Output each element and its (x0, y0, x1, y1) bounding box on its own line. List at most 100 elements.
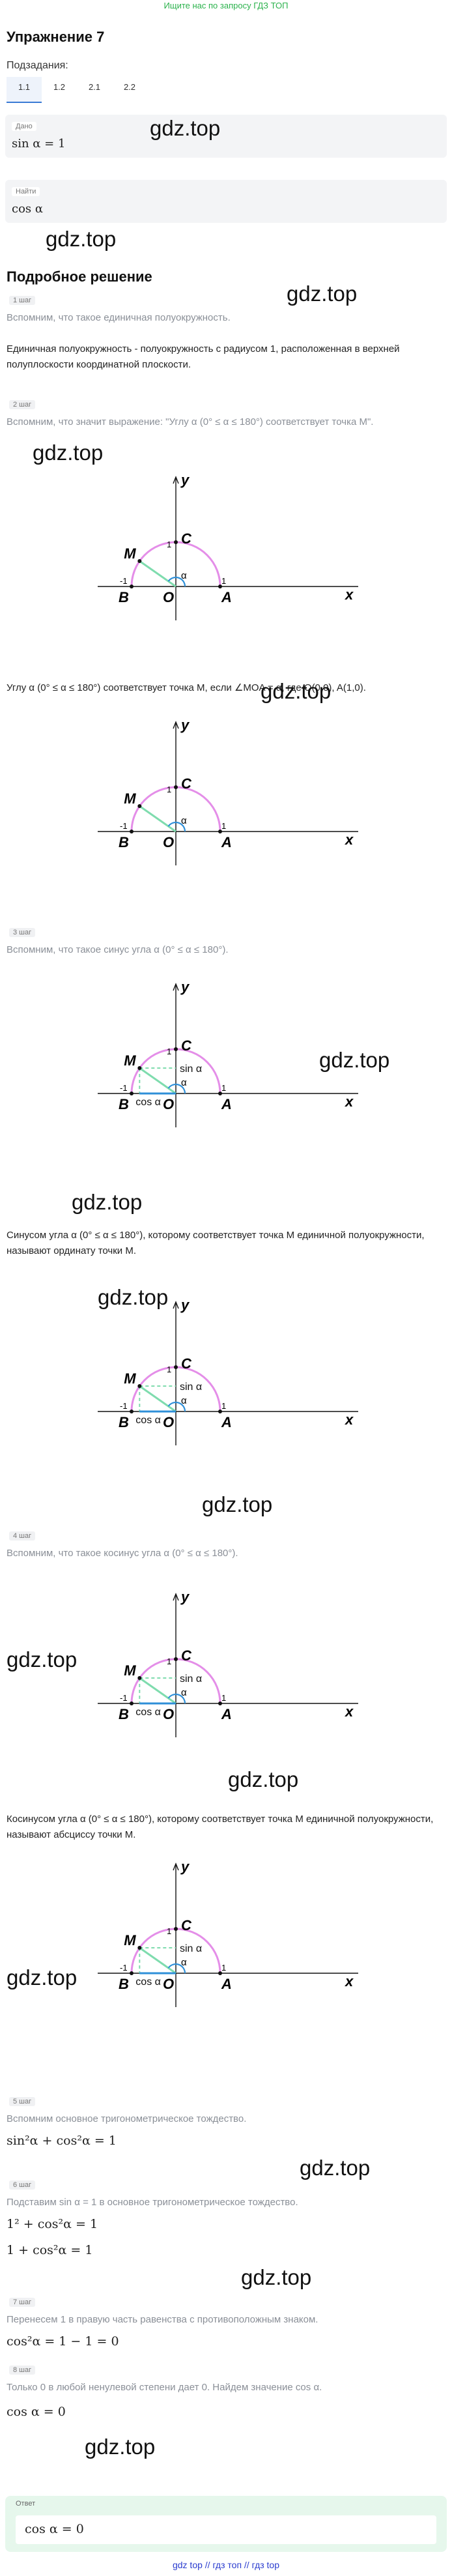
answer-value: cos α = 0 (16, 2515, 436, 2544)
x-axis-label: x (345, 586, 354, 603)
y-axis-label: y (180, 717, 190, 733)
watermark: gdz.top (202, 1492, 273, 1516)
step-8-question: Только 0 в любой ненулевой степени дает … (7, 2382, 322, 2393)
point-c (174, 1365, 178, 1369)
tick-label-1: 1 (221, 1401, 226, 1411)
find-value: cos α (12, 202, 44, 216)
point-b (130, 830, 134, 833)
tab-1-2[interactable]: 1.2 (53, 82, 66, 92)
point-m-label: M (124, 790, 136, 807)
identity-formula: sin²α + cos²α = 1 (7, 2134, 117, 2148)
substitution-formula: 1² + cos²α = 1 (7, 2217, 98, 2231)
point-c-label: C (181, 775, 192, 792)
step-1-question: Вспомним, что такое единичная полуокружн… (7, 312, 231, 323)
sin-label: sin α (180, 1673, 202, 1685)
x-axis-label: x (345, 832, 354, 848)
y-axis-label: y (180, 1589, 190, 1605)
top-banner[interactable]: Ищите нас по запросу ГДЗ ТОП (0, 0, 452, 12)
watermark: gdz.top (241, 2265, 312, 2289)
step-1-answer: Единичная полуокружность - полуокружност… (7, 343, 400, 370)
sin-label: sin α (180, 1382, 202, 1393)
tab-2-1[interactable]: 2.1 (88, 82, 101, 92)
tick-label-1: 1 (221, 576, 226, 586)
cos-label: cos α (135, 1976, 161, 1988)
step-label: 3 шаг (9, 928, 36, 937)
angle-arc (167, 1963, 186, 1974)
tab-2-2[interactable]: 2.2 (123, 82, 136, 92)
point-a (218, 1410, 222, 1413)
point-m (137, 1383, 142, 1388)
origin-label: O (163, 1414, 174, 1430)
x-axis-label: x (345, 1411, 354, 1428)
watermark: gdz.top (261, 679, 332, 703)
y-axis-arrow (173, 1593, 179, 1601)
step-label: 5 шаг (9, 2097, 36, 2106)
step-6-question: Подставим sin α = 1 в основное тригономе… (7, 2197, 298, 2208)
watermark: gdz.top (72, 1190, 143, 1214)
tab-1-1[interactable]: 1.1 (7, 77, 42, 103)
tick-label-1: 1 (167, 1047, 171, 1056)
point-a-label: A (221, 1706, 232, 1722)
find-label: Найти (12, 187, 40, 196)
tick-label-1: 1 (167, 785, 171, 794)
tick-label-1: 1 (221, 1693, 226, 1703)
step-2-question: Вспомним, что значит выражение: "Углу α … (7, 416, 374, 427)
point-a (218, 585, 222, 588)
point-c-label: C (181, 1355, 192, 1372)
angle-arc (167, 821, 186, 832)
point-a-label: A (221, 589, 232, 605)
watermark: gdz.top (287, 282, 358, 306)
point-c (174, 540, 178, 544)
top-banner-link[interactable]: Ищите нас по запросу ГДЗ ТОП (163, 1, 289, 10)
tick-label-1: 1 (221, 821, 226, 831)
angle-arc (167, 576, 186, 587)
step-7-question: Перенесем 1 в правую часть равенства с п… (7, 2314, 318, 2325)
given-label: Дано (12, 122, 36, 131)
point-a (218, 830, 222, 833)
point-b (130, 1092, 134, 1095)
sin-label: sin α (180, 1943, 202, 1954)
x-axis-label: x (345, 1973, 354, 1990)
radius-om (139, 1385, 177, 1413)
tick-label-minus-1: -1 (120, 576, 128, 586)
point-c-label: C (181, 1917, 192, 1933)
angle-arc (167, 1083, 186, 1094)
alpha-label: α (181, 1957, 187, 1968)
transfer-formula: cos²α = 1 − 1 = 0 (7, 2334, 119, 2349)
footer-links[interactable]: gdz top // гдз топ // гдз top (172, 2560, 280, 2570)
origin-label: O (163, 589, 174, 605)
alpha-label: α (181, 1395, 187, 1406)
tick-label-1: 1 (221, 1083, 226, 1093)
substitution-formula: 1 + cos²α = 1 (7, 2243, 93, 2257)
subtasks-label: Подзадания: (7, 60, 68, 71)
tick-label-minus-1: -1 (120, 1693, 128, 1703)
step-label: 8 шаг (9, 2366, 36, 2375)
tick-label-1: 1 (167, 540, 171, 549)
alpha-label: α (181, 1077, 187, 1088)
watermark: gdz.top (98, 1285, 169, 1309)
cos-label: cos α (135, 1415, 161, 1426)
watermark: gdz.top (7, 1647, 78, 1672)
y-axis-label: y (180, 1297, 190, 1313)
y-axis-arrow (173, 1862, 179, 1871)
sin-label: sin α (180, 1064, 202, 1075)
step-label: 1 шаг (9, 296, 36, 305)
tick-label-1: 1 (167, 1926, 171, 1936)
watermark: gdz.top (46, 227, 117, 251)
point-b (130, 585, 134, 588)
y-axis-label: y (180, 979, 190, 995)
y-axis-arrow (173, 1301, 179, 1309)
angle-arc (167, 1401, 186, 1412)
point-m (137, 1065, 142, 1070)
point-c (174, 785, 178, 789)
origin-label: O (163, 1096, 174, 1112)
point-a-label: A (221, 834, 232, 850)
origin-label: O (163, 834, 174, 850)
find-box: Найти cos α (5, 180, 447, 223)
point-c (174, 1927, 178, 1931)
result-formula: cos α = 0 (7, 2405, 66, 2419)
subtask-tabs: 1.1 1.2 2.1 2.2 (7, 77, 147, 103)
